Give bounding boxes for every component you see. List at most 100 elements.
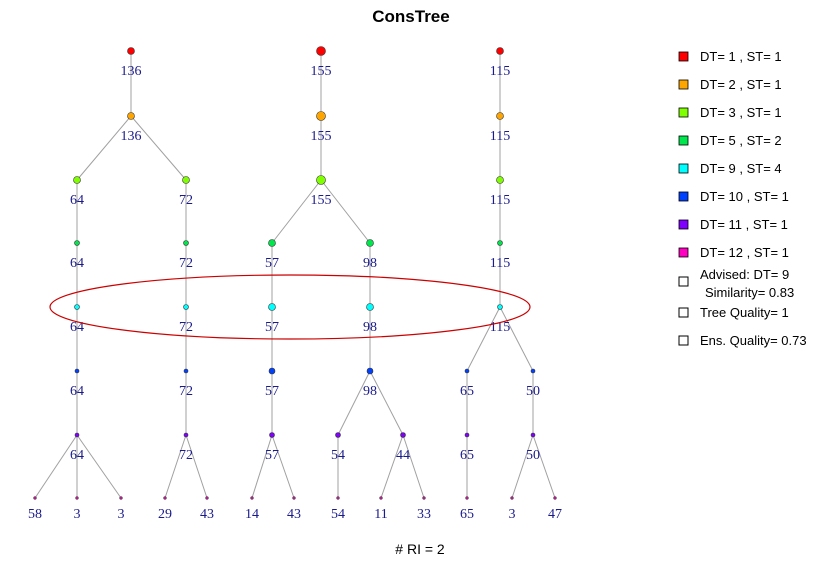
tree-node	[250, 496, 254, 500]
tree-node	[74, 240, 80, 246]
tree-node	[530, 432, 536, 438]
legend-item-label: DT= 12 , ST= 1	[700, 245, 789, 260]
tree-node	[496, 176, 504, 184]
tree-node-label: 72	[179, 193, 193, 208]
tree-node	[530, 368, 536, 374]
highlight-ellipse	[49, 274, 531, 340]
tree-node-label: 3	[509, 507, 516, 522]
tree-node	[183, 368, 189, 374]
tree-node-label: 14	[245, 507, 259, 522]
tree-node	[74, 432, 80, 438]
tree-edge	[532, 434, 556, 499]
tree-node	[497, 304, 503, 310]
tree-edge	[271, 434, 295, 499]
ens-quality-label: Ens. Quality= 0.73	[700, 333, 807, 348]
tree-node-label: 47	[548, 507, 562, 522]
tree-node	[269, 432, 275, 438]
tree-edge	[499, 306, 534, 372]
legend-item-label: DT= 9 , ST= 4	[700, 161, 782, 176]
tree-node-label: 155	[311, 193, 332, 208]
legend-item-label: DT= 11 , ST= 1	[700, 217, 788, 232]
tree-node-label: 33	[417, 507, 431, 522]
tree-edges	[34, 51, 556, 499]
tree-node	[127, 112, 135, 120]
tree-node-label: 64	[70, 448, 84, 463]
tree-node-label: 155	[311, 129, 332, 144]
tree-node	[496, 112, 504, 120]
tree-node	[74, 304, 80, 310]
tree-node-label: 115	[490, 193, 510, 208]
tree-edge	[76, 434, 122, 499]
tree-node	[183, 240, 189, 246]
tree-node-label: 72	[179, 320, 193, 335]
legend: DT= 1 , ST= 1DT= 2 , ST= 1DT= 3 , ST= 1D…	[678, 49, 789, 260]
tree-node	[75, 496, 79, 500]
tree-node	[205, 496, 209, 500]
tree-node-label: 3	[74, 507, 81, 522]
legend-swatch-icon	[678, 163, 689, 174]
tree-node-label: 115	[490, 129, 510, 144]
diagram-title: ConsTree	[372, 7, 449, 26]
tree-edge	[34, 434, 78, 499]
tree-node-label: 115	[490, 64, 510, 79]
tree-node-label: 29	[158, 507, 172, 522]
tree-edge	[369, 370, 404, 436]
tree-node-label: 136	[121, 129, 142, 144]
tree-node-label: 44	[396, 448, 410, 463]
legend-swatch-icon	[678, 79, 689, 90]
tree-edge	[337, 370, 371, 436]
tree-node	[496, 47, 504, 55]
tree-node	[400, 432, 406, 438]
ri-footer: # RI = 2	[395, 541, 445, 557]
tree-edge	[271, 179, 322, 244]
tree-edge	[402, 434, 425, 499]
tree-node	[183, 432, 189, 438]
tree-node	[335, 432, 341, 438]
tree-node-label: 57	[265, 320, 279, 335]
similarity-label: Similarity= 0.83	[705, 285, 794, 300]
tree-node-label: 64	[70, 193, 84, 208]
tree-node-label: 50	[526, 448, 540, 463]
tree-node	[316, 175, 326, 185]
tree-node	[74, 368, 80, 374]
tree-node-label: 50	[526, 384, 540, 399]
tree-node-label: 57	[265, 448, 279, 463]
tree-nodes	[33, 46, 557, 500]
legend-swatch-icon	[678, 135, 689, 146]
info-panel: Advised: DT= 9 Similarity= 0.83 Tree Qua…	[678, 267, 807, 348]
tree-node	[182, 176, 190, 184]
tree-node-label: 136	[121, 64, 142, 79]
tree-node	[336, 496, 340, 500]
tree-node	[366, 367, 374, 375]
tree-edge	[185, 434, 208, 499]
tree-node-label: 155	[311, 64, 332, 79]
legend-swatch-icon	[678, 247, 689, 258]
tree-node	[464, 432, 470, 438]
legend-swatch-icon	[678, 51, 689, 62]
tree-edge	[466, 306, 501, 372]
legend-item-label: DT= 10 , ST= 1	[700, 189, 789, 204]
tree-node	[163, 496, 167, 500]
tree-node	[553, 496, 557, 500]
tree-node	[268, 303, 276, 311]
tree-node-label: 72	[179, 256, 193, 271]
tree-quality-checkbox-icon	[678, 307, 689, 318]
tree-node	[422, 496, 426, 500]
tree-node	[316, 46, 326, 56]
tree-node	[366, 303, 374, 311]
tree-node-label: 65	[460, 448, 474, 463]
tree-node	[379, 496, 383, 500]
tree-node-label: 72	[179, 448, 193, 463]
tree-node-label: 54	[331, 507, 345, 522]
tree-quality-label: Tree Quality= 1	[700, 305, 789, 320]
tree-node-label: 64	[70, 384, 84, 399]
tree-node-label: 57	[265, 256, 279, 271]
tree-node-label: 98	[363, 320, 377, 335]
tree-node	[127, 47, 135, 55]
legend-swatch-icon	[678, 219, 689, 230]
tree-node	[268, 239, 276, 247]
legend-item-label: DT= 1 , ST= 1	[700, 49, 782, 64]
tree-edge	[130, 115, 187, 181]
